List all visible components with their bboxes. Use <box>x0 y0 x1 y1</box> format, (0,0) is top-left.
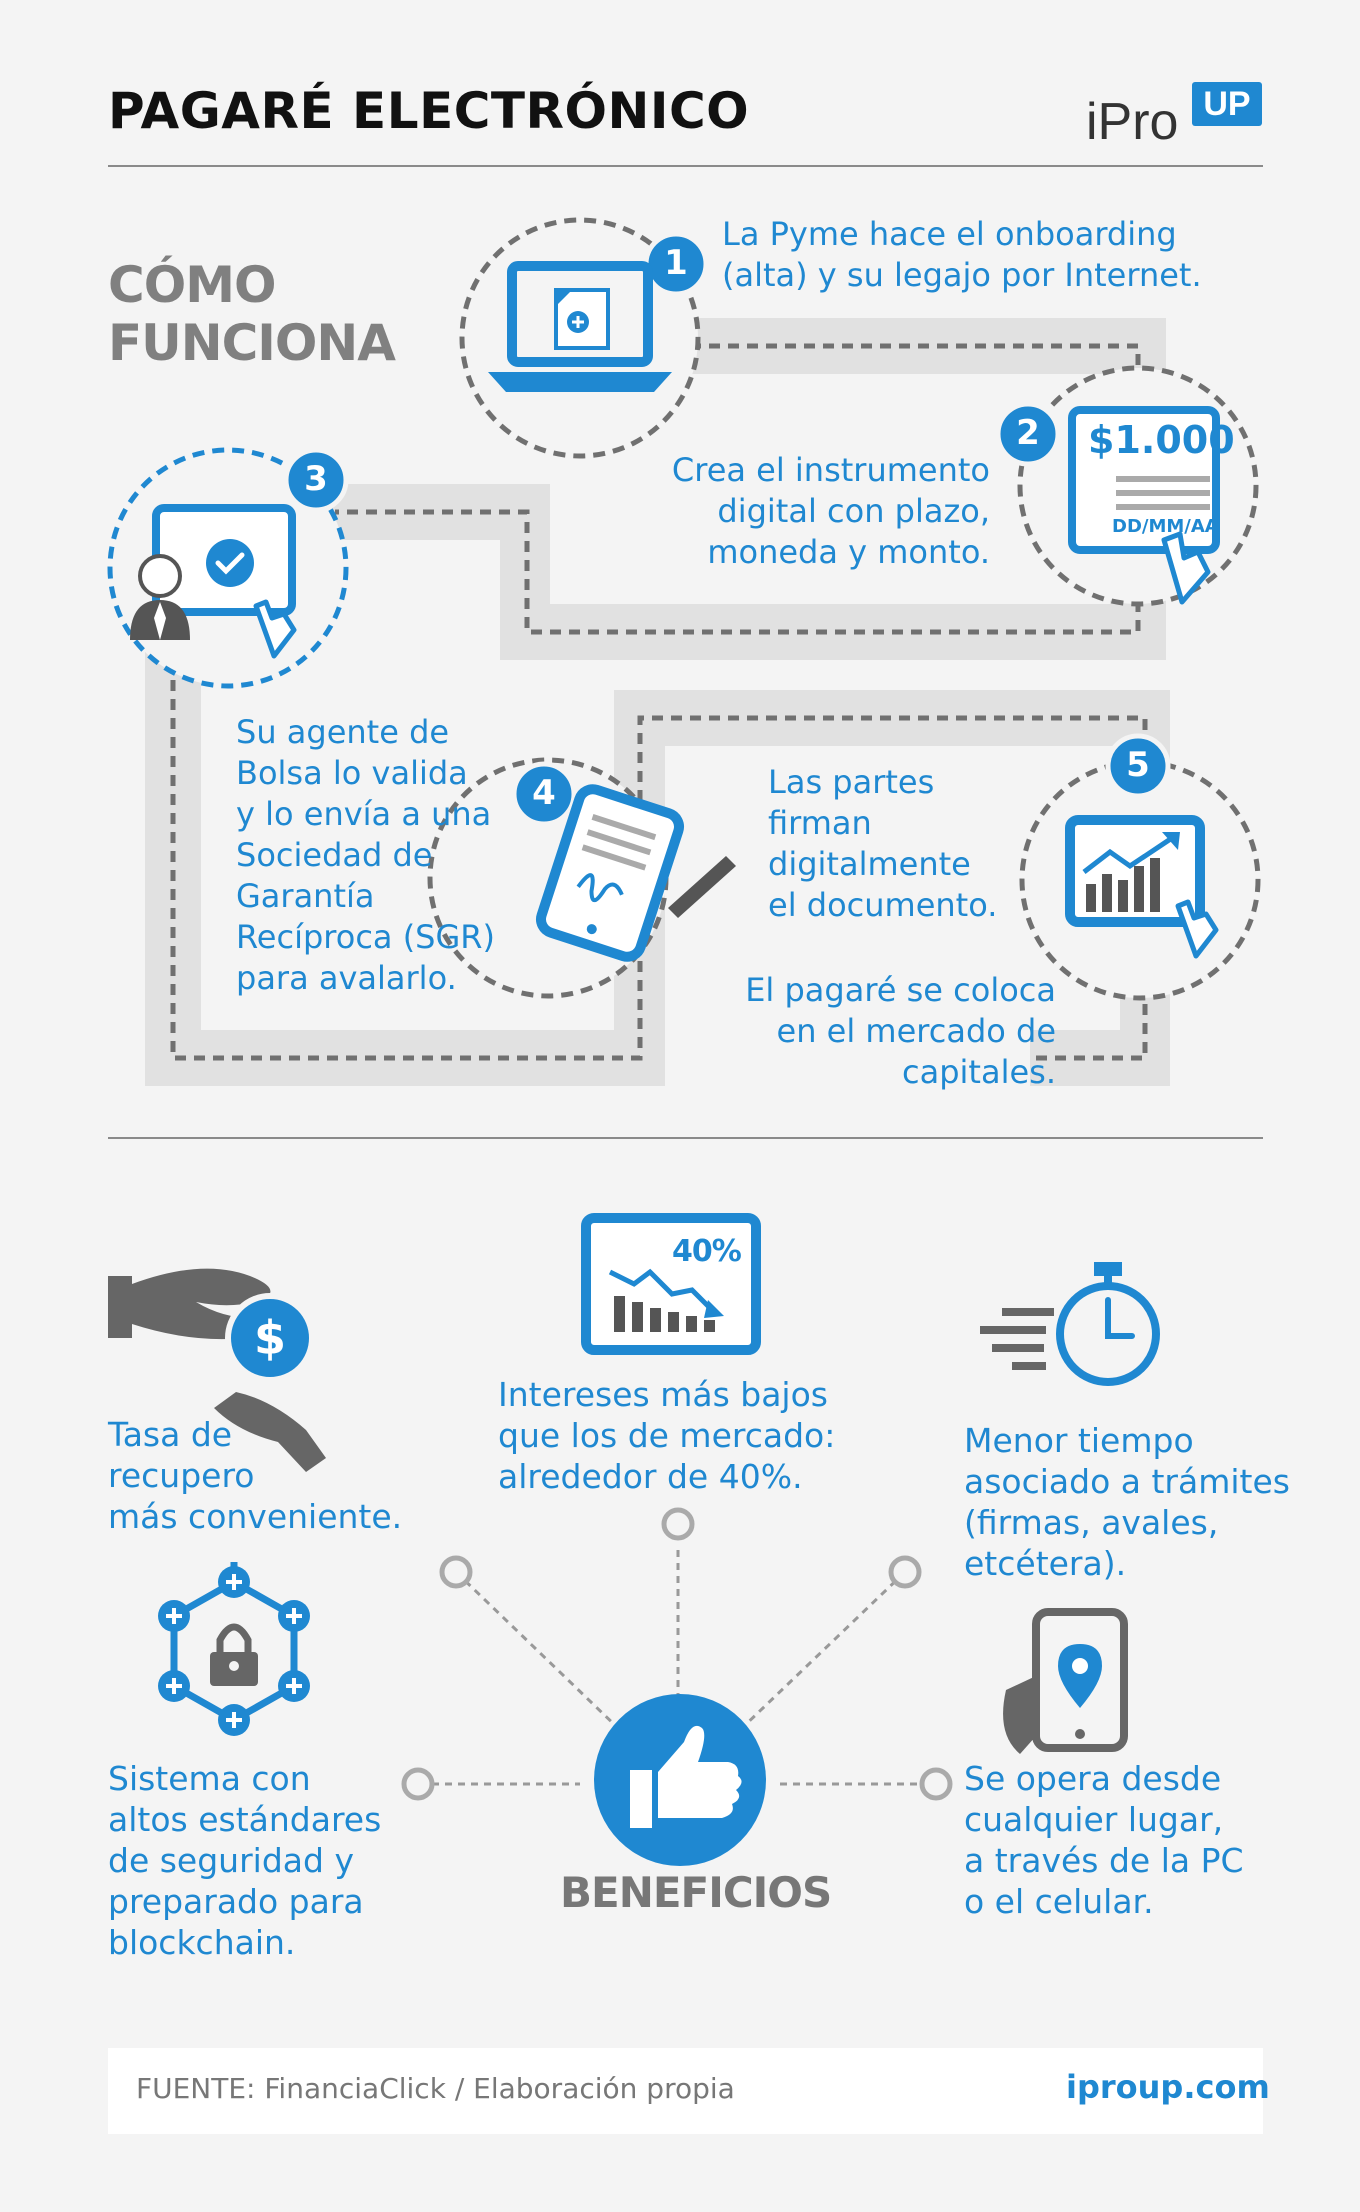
benefit-line: que los de mercado: <box>498 1416 836 1455</box>
market-chart-icon <box>1065 815 1219 959</box>
step-3-line: y lo envía a una <box>236 795 492 833</box>
benefit-security: Sistema con altos estándares de segurida… <box>108 1758 381 1963</box>
step-2-number: 2 <box>1016 413 1040 453</box>
laptop-icon <box>488 261 672 392</box>
benefit-line: más conveniente. <box>108 1497 403 1536</box>
interest-percent: 40% <box>672 1234 742 1269</box>
step-1-number: 1 <box>664 243 688 283</box>
step-3-text: Su agente de Bolsa lo valida y lo envía … <box>236 712 495 999</box>
page-title: PAGARÉ ELECTRÓNICO <box>108 82 750 140</box>
benefit-line: preparado para <box>108 1882 364 1921</box>
step-5-number: 5 <box>1126 745 1150 785</box>
step-5-line: El pagaré se coloca <box>745 971 1056 1009</box>
ipro-logo: iPro <box>1086 93 1179 151</box>
benefit-line: asociado a trámites <box>964 1462 1290 1501</box>
step-2-line: digital con plazo, <box>717 492 990 530</box>
hand-money-icon: $ <box>108 1268 326 1472</box>
step-3-line: Recíproca (SGR) <box>236 918 495 956</box>
benefit-line: alrededor de 40%. <box>498 1457 803 1496</box>
step-4-line: firman <box>768 804 872 842</box>
svg-text:$: $ <box>254 1311 286 1365</box>
step-3-line: Sociedad de <box>236 836 433 874</box>
step-3-number: 3 <box>304 459 328 499</box>
step-5-line: en el mercado de <box>776 1012 1056 1050</box>
step-2-line: moneda y monto. <box>707 533 990 571</box>
ipro-logo-badge: UP <box>1192 82 1262 126</box>
benefit-line: a través de la PC <box>964 1841 1244 1880</box>
check-document-icon <box>1068 406 1220 605</box>
benefit-connector-dots <box>401 1507 953 1801</box>
step-3-line: Su agente de <box>236 713 450 751</box>
benefit-line: Menor tiempo <box>964 1421 1194 1460</box>
benefit-interest: Intereses más bajos que los de mercado: … <box>498 1374 835 1497</box>
benefit-connectors <box>432 1550 922 1786</box>
benefit-line: Sistema con <box>108 1759 311 1798</box>
tablet-signature-icon <box>536 784 736 962</box>
process-path-dashes <box>170 343 1148 1061</box>
step-1-text: La Pyme hace el onboarding (alta) y su l… <box>722 214 1202 296</box>
howto-heading-line2: FUNCIONA <box>108 314 396 372</box>
step-4-line: digitalmente <box>768 845 971 883</box>
stopwatch-icon <box>980 1262 1160 1386</box>
benefit-line: o el celular. <box>964 1882 1154 1921</box>
benefit-line: (firmas, avales, <box>964 1503 1219 1542</box>
benefit-line: cualquier lugar, <box>964 1800 1224 1839</box>
step-1-line: (alta) y su legajo por Internet. <box>722 256 1202 294</box>
benefit-line: Intereses más bajos <box>498 1375 828 1414</box>
footer-bar <box>108 2048 1263 2134</box>
step-2-line: Crea el instrumento <box>671 451 990 489</box>
step-3-line: Garantía <box>236 877 375 915</box>
step-number-badges <box>283 231 1171 827</box>
security-network-icon <box>158 1562 310 1736</box>
step-3-line: para avalarlo. <box>236 959 457 997</box>
benefits-label: BENEFICIOS <box>560 1868 832 1917</box>
benefit-time: Menor tiempo asociado a trámites (firmas… <box>964 1420 1290 1584</box>
benefit-line: recupero <box>108 1456 255 1495</box>
benefit-line: Tasa de <box>108 1415 233 1454</box>
step-4-text: Las partes firman digitalmente el docume… <box>768 762 997 926</box>
step-3-line: Bolsa lo valida <box>236 754 468 792</box>
benefit-line: altos estándares <box>108 1800 382 1839</box>
howto-heading: CÓMO FUNCIONA <box>108 256 396 372</box>
benefit-line: etcétera). <box>964 1544 1127 1583</box>
benefit-anywhere: Se opera desde cualquier lugar, a través… <box>964 1758 1244 1922</box>
step-4-line: Las partes <box>768 763 935 801</box>
step-4-number: 4 <box>532 773 556 813</box>
step-4-line: el documento. <box>768 886 998 924</box>
instrument-date: DD/MM/AA <box>1112 516 1219 537</box>
howto-heading-line1: CÓMO <box>108 256 276 314</box>
interest-chart-icon <box>581 1213 761 1355</box>
footer-source: FUENTE: FinanciaClick / Elaboración prop… <box>136 2072 735 2105</box>
step-5-line: capitales. <box>902 1053 1056 1091</box>
benefit-line: de seguridad y <box>108 1841 354 1880</box>
mobile-location-icon <box>1003 1608 1128 1754</box>
benefit-rate: Tasa de recupero más conveniente. <box>108 1414 402 1537</box>
thumbs-up-icon <box>594 1694 766 1866</box>
benefit-line: Se opera desde <box>964 1759 1222 1798</box>
step-1-line: La Pyme hace el onboarding <box>722 215 1177 253</box>
section-divider <box>108 1137 1263 1139</box>
benefit-line: blockchain. <box>108 1923 296 1962</box>
step-5-text: El pagaré se coloca en el mercado de cap… <box>700 970 1056 1093</box>
instrument-amount: $1.000 <box>1088 418 1235 462</box>
step-2-text: Crea el instrumento digital con plazo, m… <box>640 450 990 573</box>
header-divider <box>108 165 1263 167</box>
footer-site-link[interactable]: iproup.com <box>1066 2068 1270 2106</box>
agent-validation-icon <box>130 504 297 659</box>
